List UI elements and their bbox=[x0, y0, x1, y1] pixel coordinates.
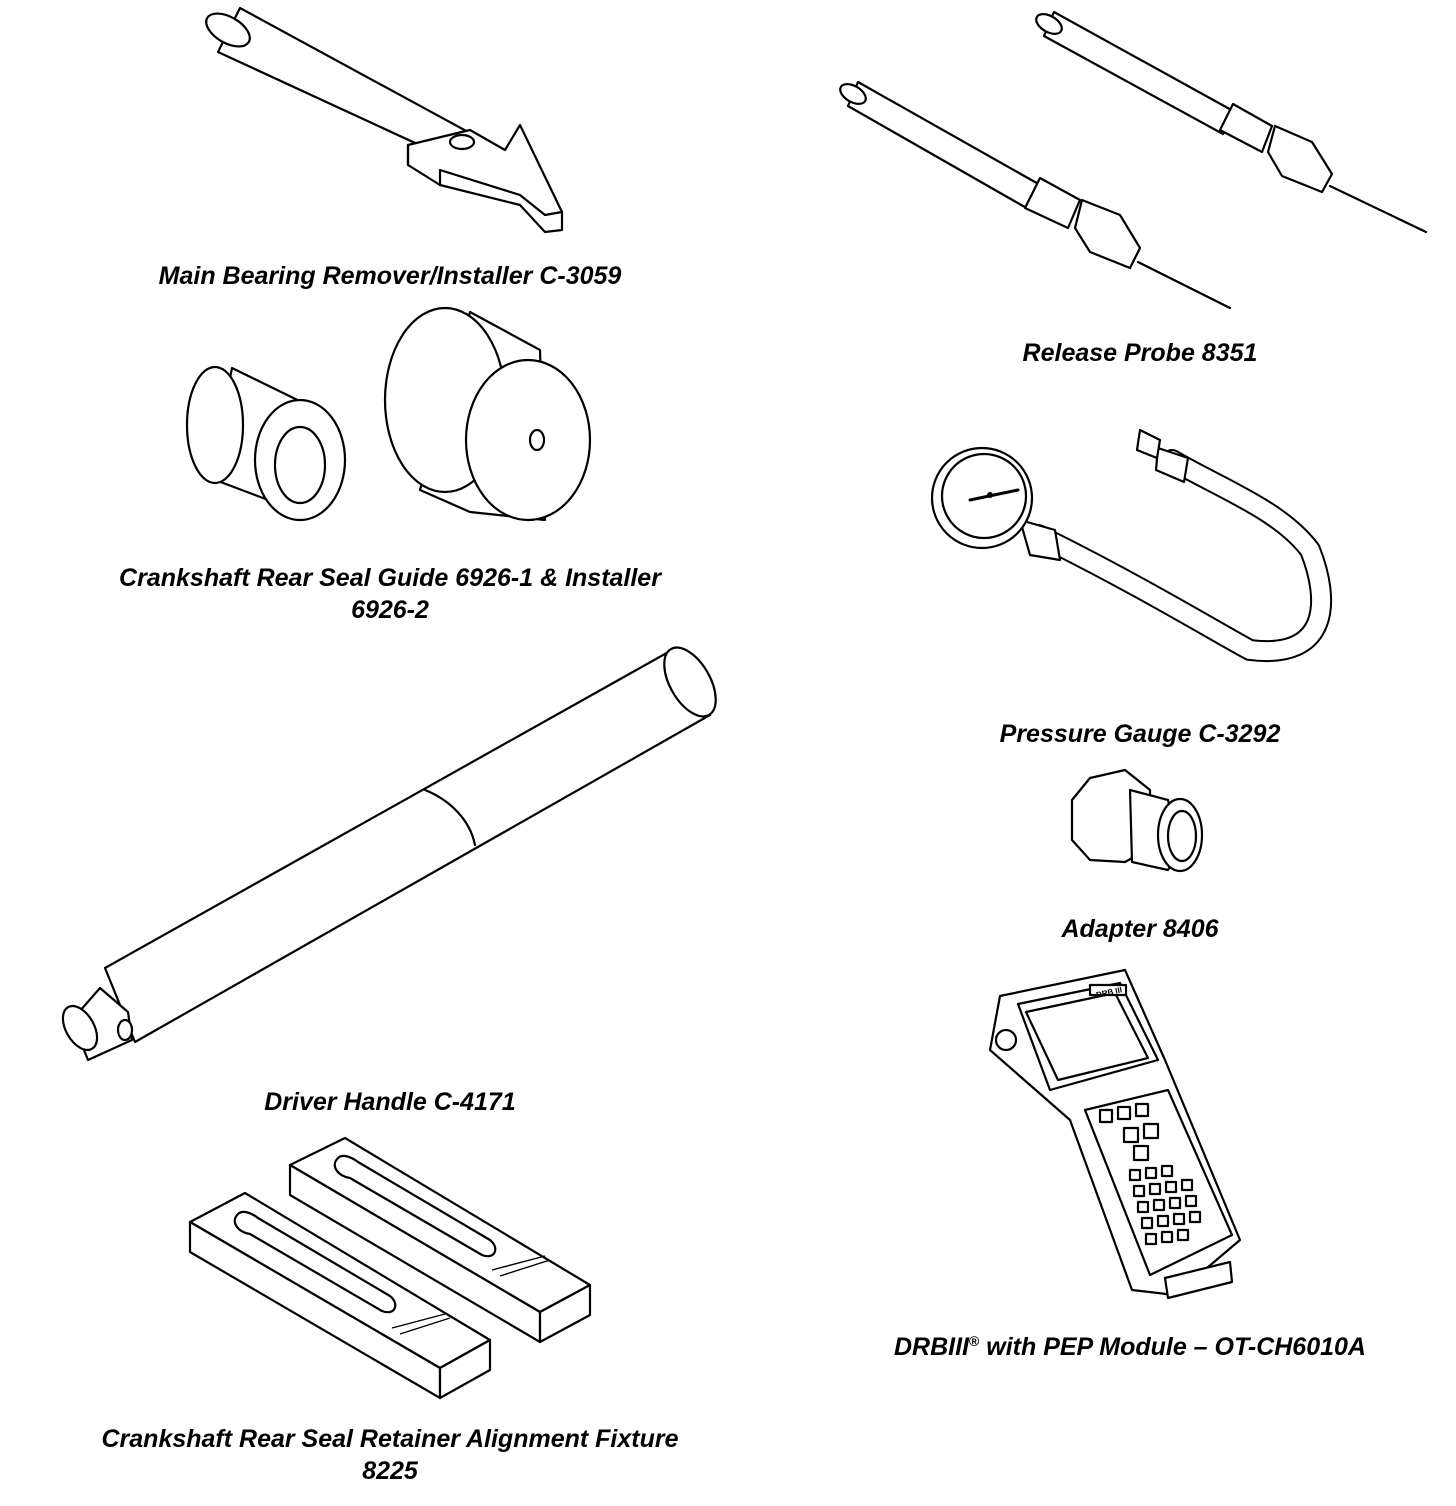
drbiii-module-label: DRBIII® with PEP Module – OT-CH6010A bbox=[820, 1325, 1440, 1363]
main-bearing-remover-drawing bbox=[205, 6, 564, 234]
adapter-label: Adapter 8406 bbox=[1061, 915, 1219, 943]
pressure-gauge-drawing bbox=[930, 428, 1333, 663]
seal-guide-installer-label-line1: Crankshaft Rear Seal Guide 6926-1 & Inst… bbox=[119, 564, 661, 592]
drbiii-label-prefix: DRBIII bbox=[894, 1333, 969, 1361]
driver-handle-drawing bbox=[61, 646, 717, 1062]
driver-handle-label: Driver Handle C-4171 bbox=[264, 1088, 516, 1116]
seal-guide-installer-label: Crankshaft Rear Seal Guide 6926-1 & Inst… bbox=[40, 562, 740, 626]
release-probe-drawing bbox=[839, 10, 1428, 310]
seal-guide-installer-drawing bbox=[185, 306, 592, 522]
adapter-drawing bbox=[1070, 768, 1204, 873]
main-bearing-remover-label: Main Bearing Remover/Installer C-3059 bbox=[158, 262, 622, 290]
alignment-fixture-label: Crankshaft Rear Seal Retainer Alignment … bbox=[40, 1423, 740, 1487]
alignment-fixture-drawing bbox=[188, 1136, 592, 1400]
alignment-fixture-label-line2: 8225 bbox=[362, 1457, 418, 1485]
registered-mark: ® bbox=[969, 1333, 980, 1349]
drbiii-label-suffix: with PEP Module – OT-CH6010A bbox=[979, 1333, 1366, 1361]
seal-guide-installer-label-line2: 6926-2 bbox=[351, 596, 429, 624]
alignment-fixture-label-line1: Crankshaft Rear Seal Retainer Alignment … bbox=[101, 1425, 679, 1453]
pressure-gauge-label: Pressure Gauge C-3292 bbox=[999, 720, 1281, 748]
release-probe-label: Release Probe 8351 bbox=[1022, 339, 1258, 367]
drbiii-module-drawing bbox=[988, 968, 1242, 1300]
